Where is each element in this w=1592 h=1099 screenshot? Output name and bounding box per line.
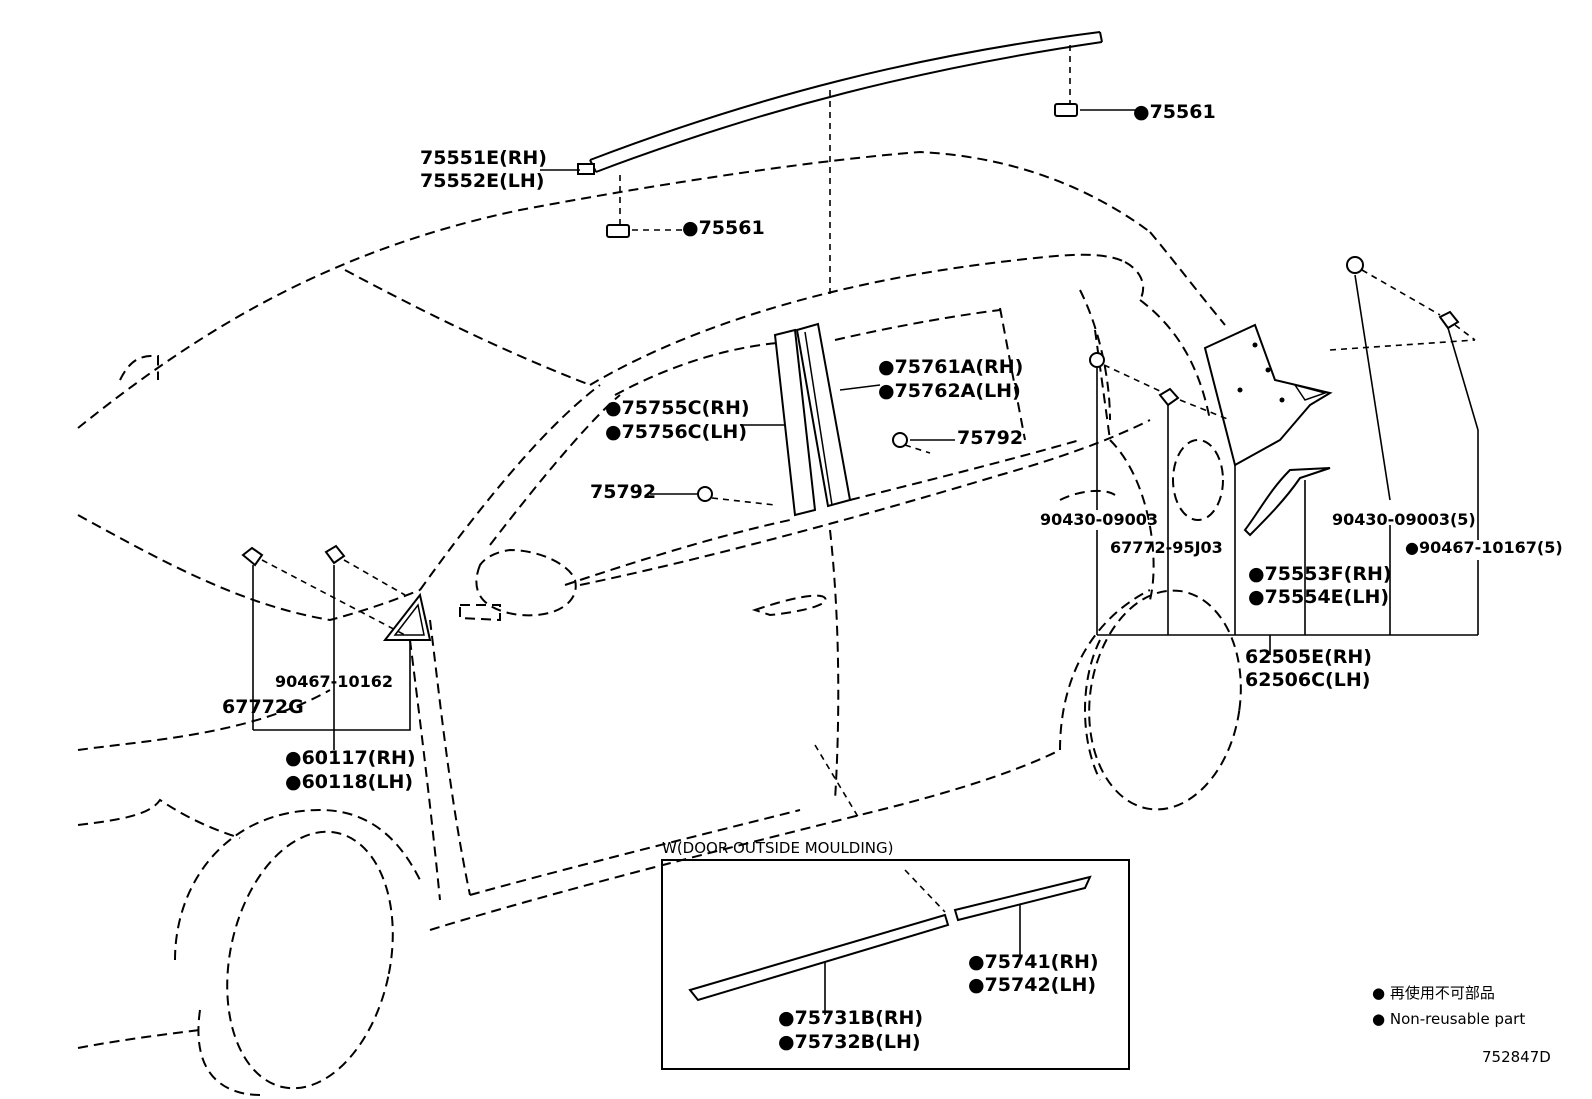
label-75762a: ●75762A(LH): [878, 380, 1021, 402]
label-75561-mid: ●75561: [682, 217, 765, 239]
rear-garnish: [1203, 323, 1333, 537]
label-75552e: 75552E(LH): [420, 170, 544, 192]
front-garnish: [382, 592, 432, 641]
label-75761a: ●75761A(RH): [878, 356, 1023, 378]
inset-labels: W(DOOR OUTSIDE MOULDING) ●75741(RH) ●757…: [662, 839, 1099, 1053]
label-62506c: 62506C(LH): [1245, 669, 1370, 691]
w-inset-leader: [904, 869, 946, 913]
rear-clips: [1089, 256, 1479, 655]
b-pillar-garnish: [740, 322, 881, 517]
label-62505e: 62505E(RH): [1245, 646, 1372, 668]
label-75732b: ●75732B(LH): [778, 1031, 921, 1053]
label-60118: ●60118(LH): [285, 771, 413, 793]
label-90430-b: 90430-09003(5): [1332, 510, 1476, 529]
label-75551e: 75551E(RH): [420, 147, 547, 169]
roof-moulding: [577, 31, 1103, 175]
label-75742: ●75742(LH): [968, 974, 1096, 996]
clip-75561-top: [1054, 45, 1135, 117]
label-90430-a: 90430-09003: [1040, 510, 1158, 529]
label-75792-right: 75792: [957, 427, 1023, 449]
legend: ● 再使用不可部品 ● Non-reusable part: [1372, 984, 1525, 1028]
label-75554e: ●75554E(LH): [1248, 586, 1389, 608]
label-75755c: ●75755C(RH): [605, 397, 750, 419]
label-90467-10167: ●90467-10167(5): [1405, 538, 1563, 557]
label-67772-95j03: 67772-95J03: [1110, 538, 1223, 557]
label-75756c: ●75756C(LH): [605, 421, 747, 443]
clip-75792-right: [892, 432, 955, 454]
label-75741: ●75741(RH): [968, 951, 1099, 973]
front-clips: [241, 544, 411, 750]
clip-75792-left: [650, 486, 776, 506]
part-labels: 75551E(RH) 75552E(LH) ●75561 ●75561 ●757…: [222, 101, 1563, 793]
label-75553f: ●75553F(RH): [1248, 563, 1392, 585]
legend-en: ● Non-reusable part: [1372, 1010, 1525, 1028]
label-75561-top: ●75561: [1133, 101, 1216, 123]
legend-jp: ● 再使用不可部品: [1372, 984, 1495, 1002]
diagram-code: 752847D: [1482, 1048, 1551, 1066]
clip-75561-mid: [606, 175, 682, 238]
inset-door-moulding: [661, 859, 1130, 1070]
car-body-outline: [77, 150, 1242, 1096]
label-75731b: ●75731B(RH): [778, 1007, 923, 1029]
label-75792-left: 75792: [590, 481, 656, 503]
inset-title: W(DOOR OUTSIDE MOULDING): [662, 839, 893, 857]
label-90467-10162: 90467-10162: [275, 672, 393, 691]
w-section-leader: [814, 744, 861, 821]
label-60117: ●60117(RH): [285, 747, 416, 769]
label-67772g: 67772G: [222, 696, 304, 718]
